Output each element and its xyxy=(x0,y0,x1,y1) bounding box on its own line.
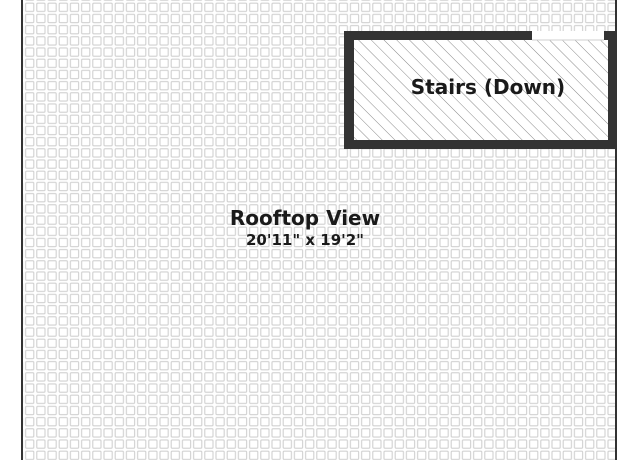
rooftop-room-dimensions: 20'11" x 19'2" xyxy=(246,231,364,249)
rooftop-left-wall xyxy=(21,0,23,460)
stairs-bottom-wall xyxy=(344,140,617,149)
rooftop-room-label: Rooftop View 20'11" x 19'2" xyxy=(205,207,405,249)
rooftop-room-name: Rooftop View xyxy=(229,206,381,230)
stairs-doorway xyxy=(532,31,604,40)
stairs-hatching xyxy=(354,40,608,140)
stairs-room-name: Stairs (Down) xyxy=(410,75,566,99)
stairs-left-wall xyxy=(344,31,354,149)
stairs-right-wall xyxy=(608,31,617,149)
stairs-room-label: Stairs (Down) xyxy=(390,76,586,99)
stairs-top-wall-left xyxy=(344,31,532,40)
rooftop-right-wall xyxy=(615,0,617,460)
